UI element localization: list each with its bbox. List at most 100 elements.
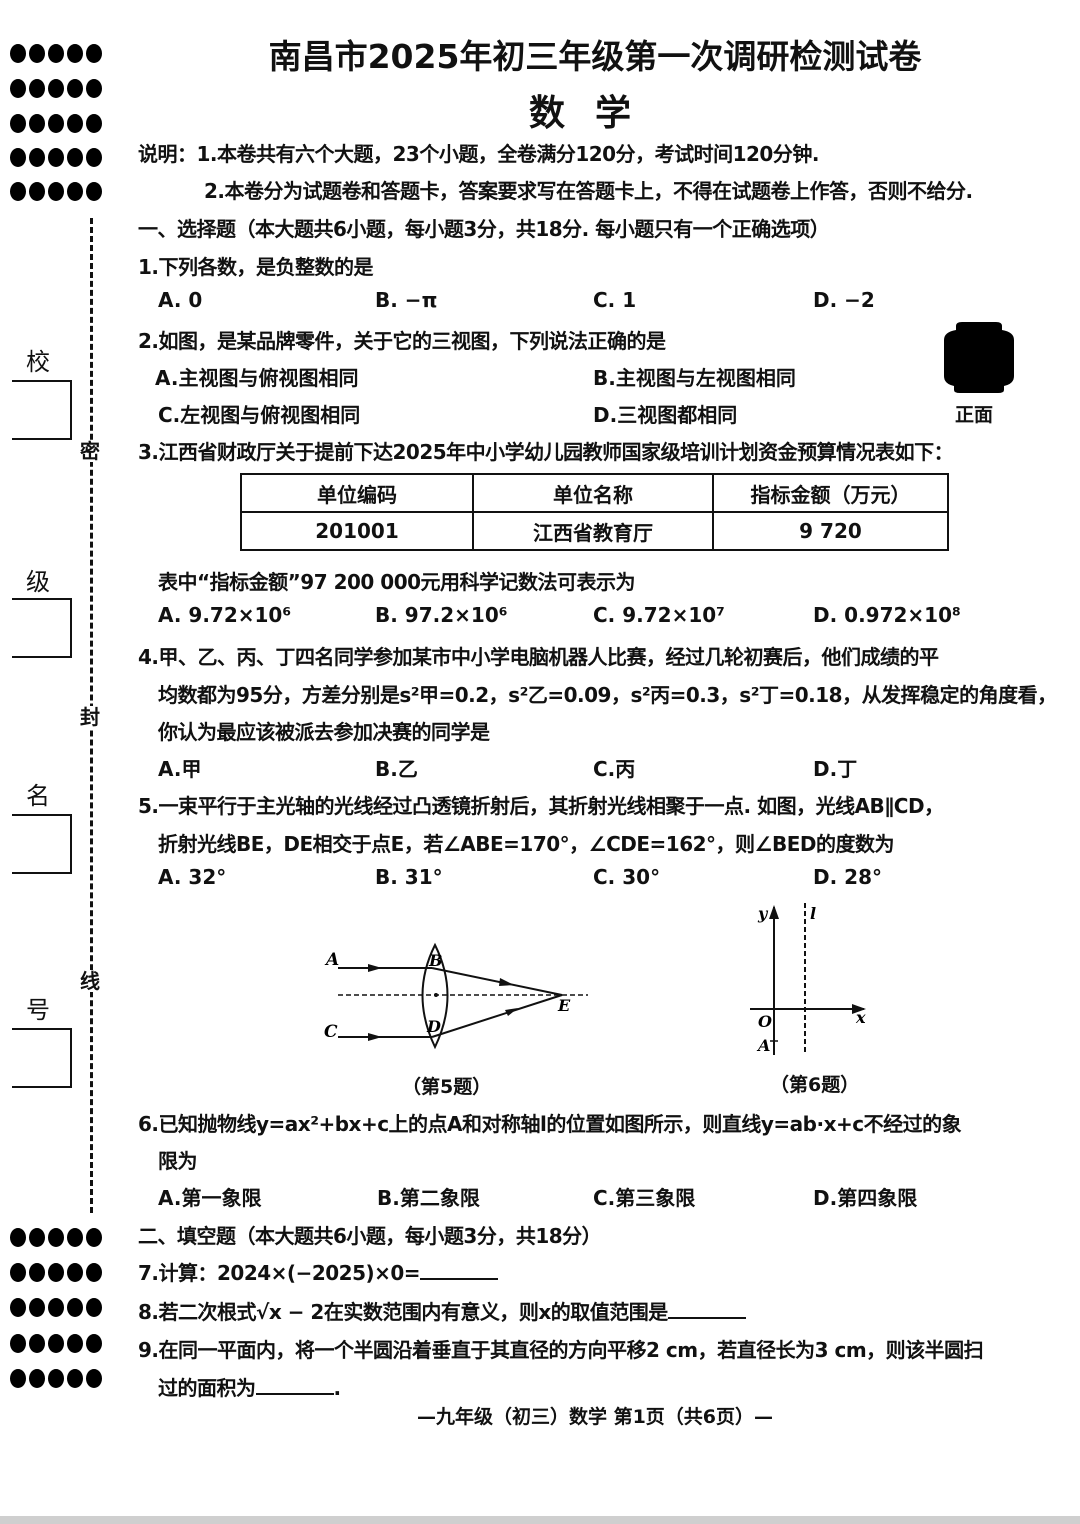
q3-option-a: A. 9.72×10⁶ xyxy=(158,603,292,627)
school-label: 校 xyxy=(26,348,50,376)
binding-dots-row xyxy=(10,1334,102,1353)
q3-option-c: C. 9.72×10⁷ xyxy=(593,603,725,627)
table-header-cell: 单位名称 xyxy=(472,473,714,513)
q2-option-a: A.主视图与俯视图相同 xyxy=(155,366,359,390)
binding-dots-row xyxy=(10,148,102,167)
exam-title: 南昌市2025年初三年级第一次调研检测试卷 xyxy=(268,37,922,76)
binding-dots-row xyxy=(10,1298,102,1317)
q4-option-b: B.乙 xyxy=(375,757,418,781)
label-x: x xyxy=(855,1008,866,1027)
q1-option-b: B. −π xyxy=(375,288,438,312)
q6-option-d: D.第四象限 xyxy=(813,1186,918,1210)
q8-line: 8.若二次根式√x − 2在实数范围内有意义，则x的取值范围是 xyxy=(138,1296,746,1325)
q4-option-a: A.甲 xyxy=(158,757,202,781)
q5-option-a: A. 32° xyxy=(158,865,227,889)
q2-option-c: C.左视图与俯视图相同 xyxy=(158,403,361,427)
q5-option-c: C. 30° xyxy=(593,865,661,889)
q9-text: 过的面积为 xyxy=(158,1376,256,1400)
q4-option-c: C.丙 xyxy=(593,757,636,781)
subject-title: 数学 xyxy=(528,93,661,134)
table-cell: 201001 xyxy=(240,511,474,551)
q3-option-b: B. 97.2×10⁶ xyxy=(375,603,508,627)
binding-dots-row xyxy=(10,114,102,133)
q6-line-1: 6.已知抛物线y=ax²+bx+c上的点A和对称轴l的位置如图所示，则直线y=a… xyxy=(138,1112,962,1136)
seal-char-xian: 线 xyxy=(80,969,100,993)
q4-option-d: D.丁 xyxy=(813,757,858,781)
name-field[interactable] xyxy=(12,814,72,874)
binding-dots-row xyxy=(10,1369,102,1388)
q7-answer-blank[interactable] xyxy=(420,1260,499,1280)
name-label: 名 xyxy=(26,782,50,810)
q2-option-b: B.主视图与左视图相同 xyxy=(593,366,796,390)
number-field[interactable] xyxy=(12,1028,72,1088)
q5-line-1: 5.一束平行于主光轴的光线经过凸透镜折射后，其折射光线相聚于一点. 如图，光线A… xyxy=(138,794,944,818)
q5-option-b: B. 31° xyxy=(375,865,443,889)
q6-line-2: 限为 xyxy=(158,1149,198,1173)
q3-option-d: D. 0.972×10⁸ xyxy=(813,603,961,627)
q7-text: 7.计算：2024×(−2025)×0= xyxy=(138,1261,421,1285)
section-2-heading: 二、填空题（本大题共6小题，每小题3分，共18分） xyxy=(138,1224,602,1248)
label-o: O xyxy=(758,1012,772,1031)
q7-line: 7.计算：2024×(−2025)×0= xyxy=(138,1257,499,1286)
q4-line-3: 你认为最应该被派去参加决赛的同学是 xyxy=(158,720,490,744)
number-label: 号 xyxy=(26,996,50,1024)
label-d: D xyxy=(426,1017,441,1036)
label-point-a: A xyxy=(756,1036,770,1055)
table-header-cell: 单位编码 xyxy=(240,473,474,513)
label-y: y xyxy=(757,904,769,923)
q3-followup: 表中“指标金额”97 200 000元用科学记数法可表示为 xyxy=(158,570,636,594)
q2-figure-label: 正面 xyxy=(955,404,994,426)
table-cell: 江西省教育厅 xyxy=(472,511,714,551)
q1-option-c: C. 1 xyxy=(593,288,637,312)
q8-text: 8.若二次根式√x − 2在实数范围内有意义，则x的取值范围是 xyxy=(138,1300,668,1324)
binding-dots-row xyxy=(10,1263,102,1282)
q5-figure-caption: （第5题） xyxy=(402,1076,492,1098)
q6-figure-caption: （第6题） xyxy=(770,1074,860,1096)
bottom-edge xyxy=(0,1516,1080,1524)
q1-stem: 1.下列各数，是负整数的是 xyxy=(138,255,374,279)
label-c: C xyxy=(324,1022,338,1042)
school-field[interactable] xyxy=(12,380,72,440)
q6-option-b: B.第二象限 xyxy=(377,1186,480,1210)
table-header-row: 单位编码 单位名称 指标金额（万元） xyxy=(240,473,949,513)
q3-stem: 3.江西省财政厅关于提前下达2025年中小学幼儿园教师国家级培训计划资金预算情况… xyxy=(138,440,954,464)
q9-answer-blank[interactable] xyxy=(255,1375,334,1395)
lens-diagram: A B C D E xyxy=(324,942,588,1050)
seal-char-mi: 密 xyxy=(80,439,100,463)
binding-dots-row xyxy=(10,79,102,98)
table-header-cell: 指标金额（万元） xyxy=(712,473,949,513)
q5-line-2: 折射光线BE，DE相交于点E，若∠ABE=170°，∠CDE=162°，则∠BE… xyxy=(158,832,894,856)
q9-line-2: 过的面积为. xyxy=(158,1372,341,1401)
q6-option-c: C.第三象限 xyxy=(593,1186,696,1210)
q2-option-d: D.三视图都相同 xyxy=(593,403,738,427)
q6-option-a: A.第一象限 xyxy=(158,1186,262,1210)
binding-dots-row xyxy=(10,44,102,63)
page-footer: —九年级（初三）数学 第1页（共6页）— xyxy=(416,1406,774,1428)
label-l: l xyxy=(810,904,816,923)
q9-period: . xyxy=(333,1376,342,1400)
instruction-line-1: 说明：1.本卷共有六个大题，23个小题，全卷满分120分，考试时间120分钟. xyxy=(138,142,819,166)
label-b: B xyxy=(428,951,443,970)
coordinate-diagram: y l O x A xyxy=(750,903,866,1055)
class-field[interactable] xyxy=(12,598,72,658)
section-1-heading: 一、选择题（本大题共6小题，每小题3分，共18分. 每小题只有一个正确选项） xyxy=(138,217,830,241)
q8-answer-blank[interactable] xyxy=(667,1299,746,1319)
label-e: E xyxy=(557,996,571,1015)
q1-option-d: D. −2 xyxy=(813,288,875,312)
q1-option-a: A. 0 xyxy=(158,288,203,312)
q4-line-1: 4.甲、乙、丙、丁四名同学参加某市中小学电脑机器人比赛，经过几轮初赛后，他们成绩… xyxy=(138,645,939,669)
q4-line-2: 均数都为95分，方差分别是s²甲=0.2，s²乙=0.09，s²丙=0.3，s²… xyxy=(158,683,1057,707)
table-row: 201001 江西省教育厅 9 720 xyxy=(240,511,949,551)
table-cell: 9 720 xyxy=(712,511,949,551)
label-a: A xyxy=(324,950,339,970)
budget-table: 单位编码 单位名称 指标金额（万元） 201001 江西省教育厅 9 720 xyxy=(240,473,949,551)
class-label: 级 xyxy=(26,568,50,596)
instruction-line-2: 2.本卷分为试题卷和答题卡，答案要求写在答题卡上，不得在试题卷上作答，否则不给分… xyxy=(204,179,973,203)
q9-line-1: 9.在同一平面内，将一个半圆沿着垂直于其直径的方向平移2 cm，若直径长为3 c… xyxy=(138,1338,984,1362)
binding-dots-row xyxy=(10,1228,102,1247)
cylinder-part-icon xyxy=(944,322,1014,393)
binding-dots-row xyxy=(10,182,102,201)
q2-stem: 2.如图，是某品牌零件，关于它的三视图，下列说法正确的是 xyxy=(138,329,666,353)
q5-option-d: D. 28° xyxy=(813,865,882,889)
seal-char-feng: 封 xyxy=(80,705,100,729)
